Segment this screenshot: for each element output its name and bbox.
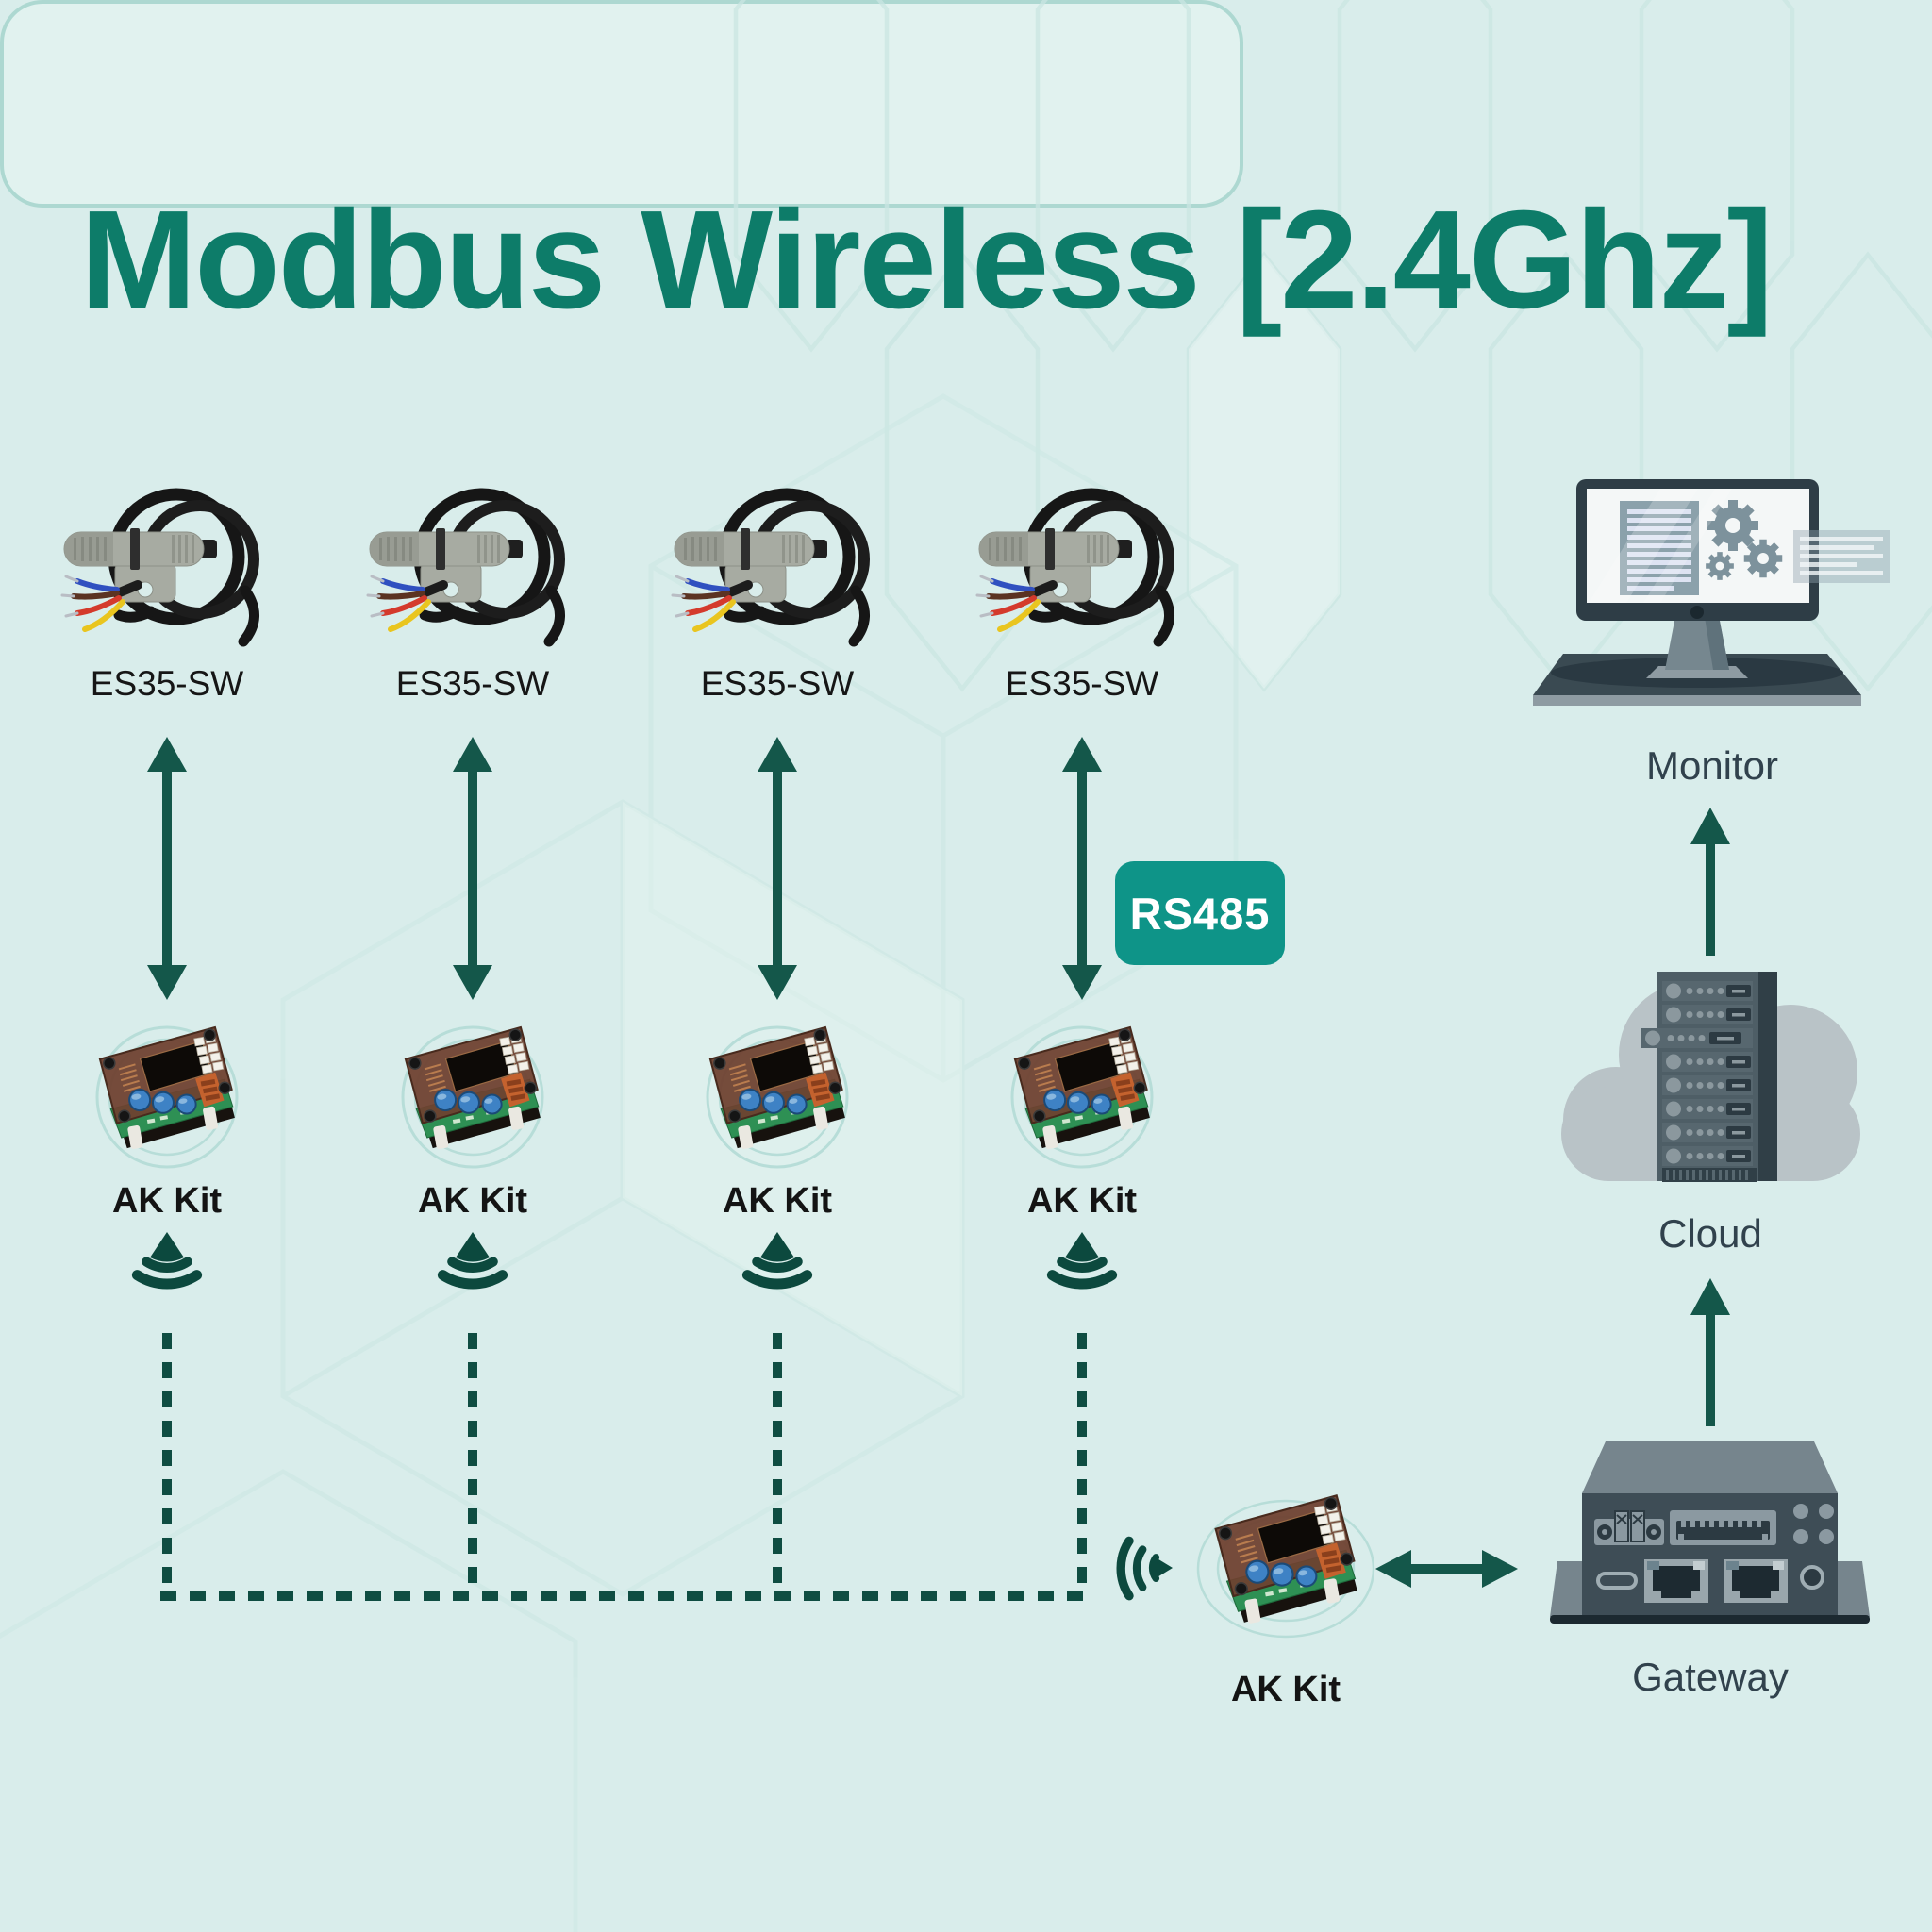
cloud-server-icon [1561,972,1860,1182]
es35-sensor-photo [669,470,886,658]
ak-kit-board-photo [401,1024,546,1169]
desktop-monitor-icon [1533,479,1890,706]
wifi-signal-right-icon [1114,1535,1173,1603]
sensor-column-1: ES35-SW AK Kit [54,0,280,1932]
wifi-signal-up-icon [741,1230,813,1291]
ak-kit-board-photo [1010,1024,1156,1169]
sensor-label: ES35-SW [700,664,855,703]
sensor-column-3: ES35-SW AK Kit [664,0,891,1932]
cloud-label: Cloud [1658,1211,1762,1256]
rs485-double-arrows [147,737,1102,1000]
gears-icon [1706,500,1783,580]
page-title: Modbus Wireless [2.4Ghz] [80,182,1774,338]
gateway-label: Gateway [1632,1655,1789,1699]
ethernet-port-icon [1724,1559,1788,1603]
wifi-signal-up-icon [131,1230,203,1291]
es35-sensor-photo [58,470,275,658]
central-ak-kit-label: AK Kit [1230,1670,1341,1709]
gateway-device-icon [1550,1441,1870,1624]
ak-kit-board-photo [95,1024,241,1169]
sensor-label: ES35-SW [1005,664,1159,703]
wifi-signal-up-icon [437,1230,508,1291]
ak-kit-label: AK Kit [111,1181,223,1221]
akkit-gateway-double-arrow [1375,1550,1518,1588]
sensor-column-2: ES35-SW AK Kit [359,0,586,1932]
sensor-column-4: ES35-SW AK Kit [969,0,1195,1932]
es35-sensor-photo [974,470,1191,658]
sensor-label: ES35-SW [90,664,244,703]
monitor-label: Monitor [1645,743,1779,788]
wifi-signal-up-icon [1046,1230,1118,1291]
ak-kit-label: AK Kit [417,1181,528,1221]
sensor-label: ES35-SW [395,664,550,703]
ethernet-port-icon [1644,1559,1708,1603]
wireless-mesh-dashed-lines [160,1333,1087,1601]
gateway-to-cloud-arrow [1690,1278,1730,1426]
ak-kit-label: AK Kit [1026,1181,1138,1221]
ak-kit-label: AK Kit [722,1181,833,1221]
ak-kit-board-photo [706,1024,851,1169]
es35-sensor-photo [364,470,581,658]
rs485-badge: RS485 [1115,861,1285,965]
central-ak-kit-board-photo [1196,1493,1375,1639]
cloud-to-monitor-arrow [1690,808,1730,956]
